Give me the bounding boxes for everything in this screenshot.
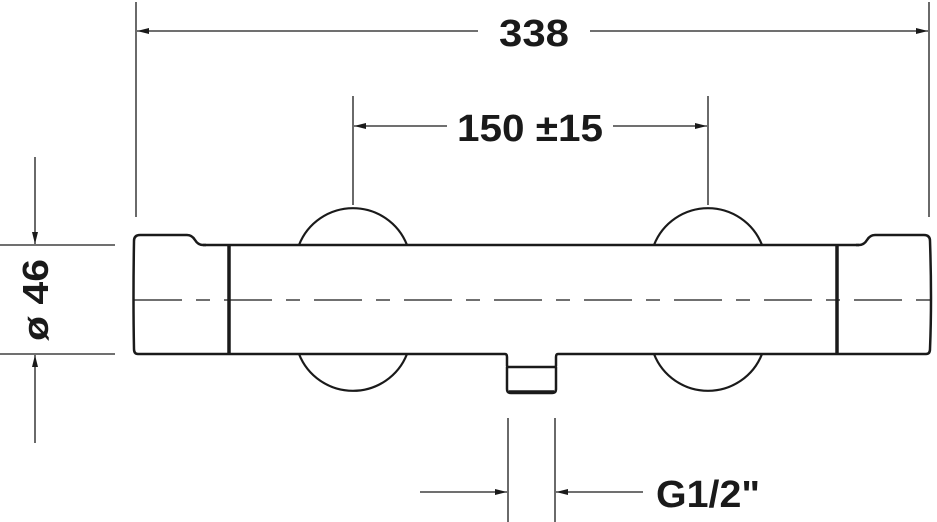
outlet-thread-label: G1/2"	[656, 474, 760, 516]
connection-left-top	[297, 207, 409, 246]
connection-spacing-label: 150 ±15	[457, 108, 603, 150]
body-bottom-edge	[229, 352, 837, 369]
dimension-body-diameter: ø 46	[0, 157, 115, 443]
dimension-connection-spacing: 150 ±15	[352, 96, 709, 205]
connection-right-bottom	[652, 353, 764, 392]
body-diameter-label: ø 46	[15, 259, 56, 341]
dimension-overall-length: 338	[135, 2, 930, 217]
mixer-drawing	[132, 207, 933, 395]
right-end-cap[interactable]	[837, 233, 933, 356]
overall-length-label: 338	[499, 13, 569, 55]
dimension-outlet-thread: G1/2"	[420, 418, 760, 522]
left-end-cap[interactable]	[132, 233, 230, 356]
connection-left-bottom	[297, 353, 409, 392]
connection-right-top	[652, 207, 764, 246]
bottom-outlet	[505, 367, 558, 395]
